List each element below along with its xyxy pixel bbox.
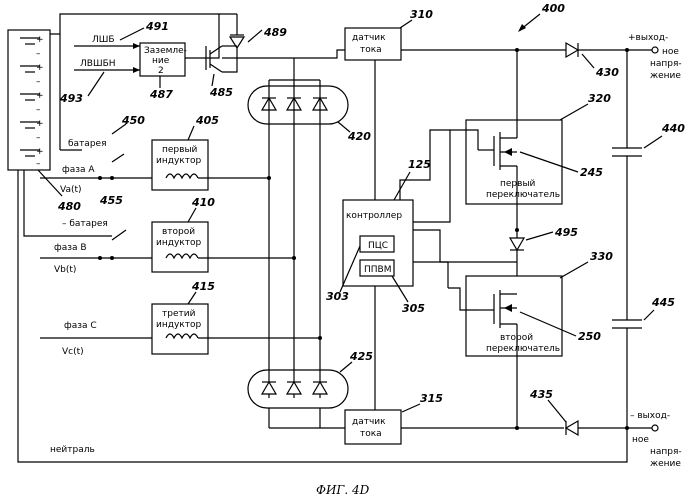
ref-445: 445 xyxy=(651,296,675,309)
ref-400: 400 xyxy=(541,2,565,15)
svg-text:–: – xyxy=(36,159,41,169)
svg-text:Vb(t): Vb(t) xyxy=(54,265,76,275)
svg-text:ное: ное xyxy=(662,47,679,57)
svg-text:батарея: батарея xyxy=(68,139,107,149)
svg-text:индуктор: индуктор xyxy=(156,320,201,330)
svg-text:переключатель: переключатель xyxy=(486,344,560,354)
ref-125: 125 xyxy=(408,158,431,171)
svg-text:напря-: напря- xyxy=(650,447,682,457)
ref-410: 410 xyxy=(191,196,215,209)
ref-485: 485 xyxy=(209,86,233,99)
svg-text:– выход-: – выход- xyxy=(630,411,670,421)
ref-455: 455 xyxy=(99,194,123,207)
svg-text:фаза А: фаза А xyxy=(62,165,95,175)
svg-text:+: + xyxy=(36,35,44,45)
ref-250: 250 xyxy=(578,330,601,343)
ref-435: 435 xyxy=(529,388,553,401)
svg-text:–: – xyxy=(36,49,41,59)
svg-text:третий: третий xyxy=(162,309,196,319)
svg-text:– батарея: – батарея xyxy=(62,219,108,229)
svg-text:Va(t): Va(t) xyxy=(60,185,82,195)
svg-text:2: 2 xyxy=(158,66,164,76)
svg-text:–: – xyxy=(36,133,41,143)
ref-491: 491 xyxy=(145,20,169,33)
svg-text:+: + xyxy=(36,91,44,101)
svg-text:первый: первый xyxy=(500,179,536,189)
svg-text:контроллер: контроллер xyxy=(346,211,402,221)
svg-text:фаза B: фаза B xyxy=(54,243,87,253)
svg-text:первый: первый xyxy=(162,145,198,155)
ref-495: 495 xyxy=(554,226,578,239)
svg-text:ПЦС: ПЦС xyxy=(368,241,388,251)
svg-text:фаза C: фаза C xyxy=(64,321,97,331)
ref-415: 415 xyxy=(191,280,215,293)
svg-text:нейтраль: нейтраль xyxy=(50,445,95,455)
svg-text:+: + xyxy=(36,63,44,73)
ref-440: 440 xyxy=(661,122,685,135)
igbt-switch xyxy=(206,46,237,72)
svg-text:второй: второй xyxy=(500,333,533,343)
svg-text:ППВМ: ППВМ xyxy=(364,265,391,275)
ref-330: 330 xyxy=(590,250,613,263)
svg-text:+выход-: +выход- xyxy=(628,33,668,43)
ref-493: 493 xyxy=(59,92,83,105)
ref-305: 305 xyxy=(402,302,425,315)
svg-text:+: + xyxy=(36,147,44,157)
svg-text:ЛШБ: ЛШБ xyxy=(92,35,115,45)
ref-320: 320 xyxy=(588,92,611,105)
ref-480: 480 xyxy=(57,200,81,213)
ref-303: 303 xyxy=(326,290,349,303)
ref-430: 430 xyxy=(595,66,619,79)
svg-text:индуктор: индуктор xyxy=(156,156,201,166)
svg-text:–: – xyxy=(36,105,41,115)
svg-text:Заземле-: Заземле- xyxy=(144,46,187,56)
figure-caption: ФИГ. 4D xyxy=(316,483,370,497)
ref-489: 489 xyxy=(263,26,287,39)
svg-text:индуктор: индуктор xyxy=(156,238,201,248)
ref-425: 425 xyxy=(349,350,373,363)
battery-stack: + – + – + – + – + – xyxy=(8,30,50,170)
svg-text:Vc(t): Vc(t) xyxy=(62,347,84,357)
svg-text:ЛВШБН: ЛВШБН xyxy=(80,59,116,69)
svg-text:ние: ние xyxy=(152,56,170,66)
ref-420: 420 xyxy=(347,130,371,143)
svg-text:жение: жение xyxy=(650,459,681,469)
svg-text:–: – xyxy=(36,77,41,87)
ref-310: 310 xyxy=(410,8,433,21)
svg-text:переключатель: переключатель xyxy=(486,190,560,200)
ref-487: 487 xyxy=(149,88,173,101)
svg-text:ное: ное xyxy=(632,435,649,445)
svg-text:второй: второй xyxy=(162,227,195,237)
ref-315: 315 xyxy=(420,392,443,405)
svg-text:тока: тока xyxy=(360,45,382,55)
svg-text:напря-: напря- xyxy=(650,59,682,69)
svg-text:датчик: датчик xyxy=(352,33,386,43)
svg-text:датчик: датчик xyxy=(352,417,386,427)
svg-text:+: + xyxy=(36,119,44,129)
ref-245: 245 xyxy=(580,166,603,179)
svg-text:жение: жение xyxy=(650,71,681,81)
svg-text:тока: тока xyxy=(360,429,382,439)
ref-405: 405 xyxy=(195,114,219,127)
